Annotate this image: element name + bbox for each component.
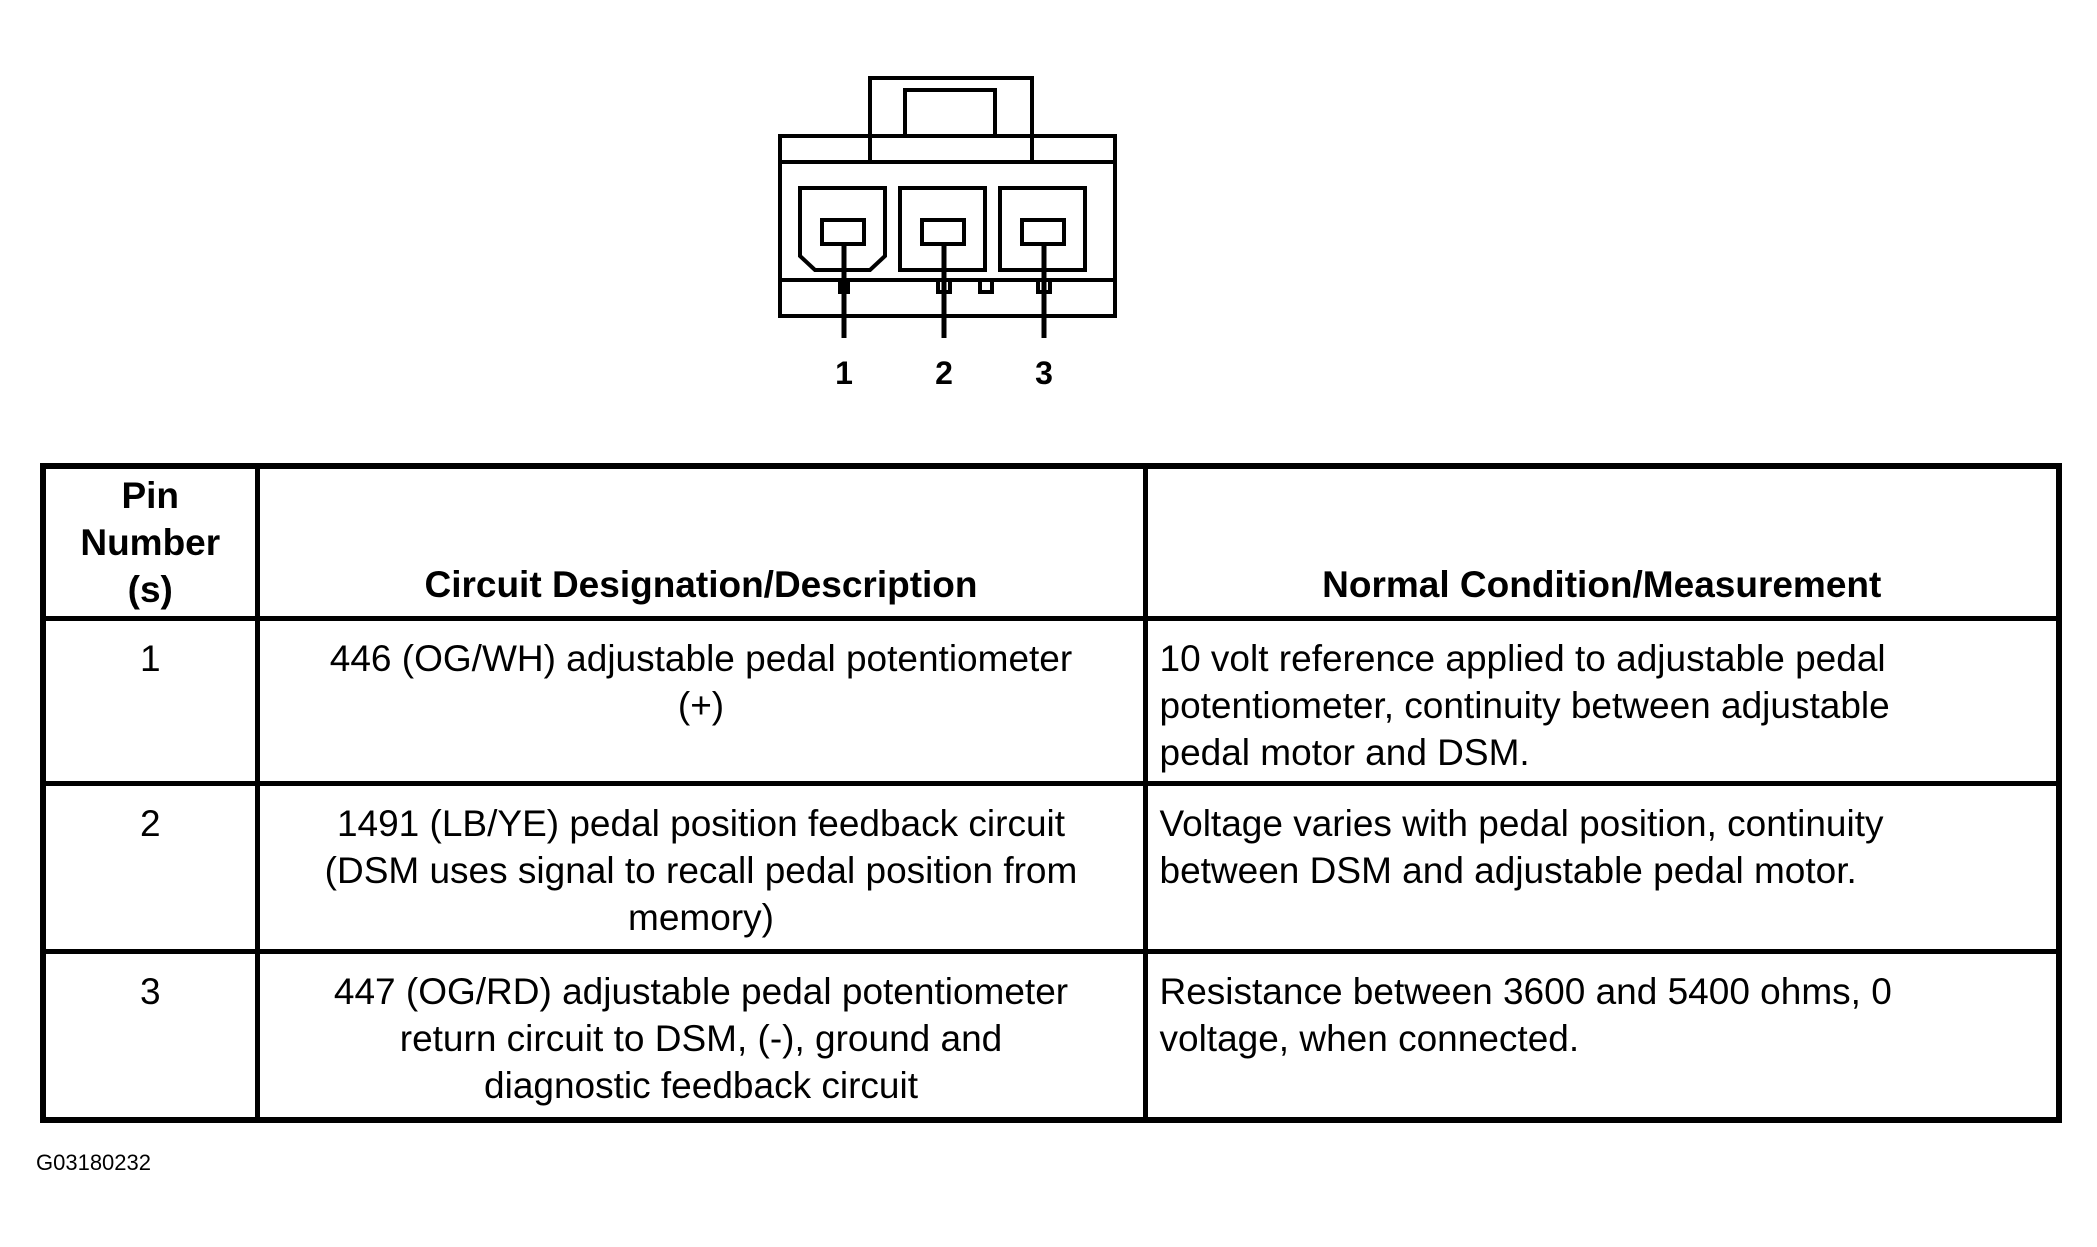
pin-number-cell: 2 — [40, 781, 260, 955]
table-row: 1 446 (OG/WH) adjustable pedal potentiom… — [40, 615, 2062, 787]
pin-label-1: 1 — [835, 355, 853, 391]
connector-latch — [868, 76, 1034, 138]
header-pin-number: Pin Number (s) — [40, 463, 260, 621]
pin-number-cell: 3 — [40, 949, 260, 1123]
pin-label-2: 2 — [935, 355, 953, 391]
table-header-row: Pin Number (s) Circuit Designation/Descr… — [40, 463, 2062, 621]
header-normal-condition: Normal Condition/Measurement — [1142, 463, 2062, 621]
figure-id: G03180232 — [36, 1150, 151, 1175]
measurement-cell: Voltage varies with pedal position, cont… — [1142, 781, 2062, 955]
circuit-description-cell: 1491 (LB/YE) pedal position feedback cir… — [254, 781, 1148, 955]
connector-housing — [778, 134, 1117, 318]
measurement-cell: 10 volt reference applied to adjustable … — [1142, 615, 2062, 787]
terminal-cavity-1 — [798, 186, 887, 272]
table-row: 2 1491 (LB/YE) pedal position feedback c… — [40, 781, 2062, 955]
pin-table: Pin Number (s) Circuit Designation/Descr… — [40, 463, 2062, 1123]
header-circuit-description: Circuit Designation/Description — [254, 463, 1148, 621]
measurement-cell: Resistance between 3600 and 5400 ohms, 0… — [1142, 949, 2062, 1123]
terminal-2 — [920, 218, 966, 246]
connector-diagram: 1 2 3 — [778, 76, 1117, 391]
pin-label-3: 3 — [1035, 355, 1053, 391]
terminal-1 — [820, 218, 866, 246]
terminal-3 — [1020, 218, 1066, 246]
connector-latch-inner — [903, 88, 997, 138]
pin-number-cell: 1 — [40, 615, 260, 787]
table-row: 3 447 (OG/RD) adjustable pedal potentiom… — [40, 949, 2062, 1123]
circuit-description-cell: 447 (OG/RD) adjustable pedal potentiomet… — [254, 949, 1148, 1123]
circuit-description-cell: 446 (OG/WH) adjustable pedal potentiomet… — [254, 615, 1148, 787]
